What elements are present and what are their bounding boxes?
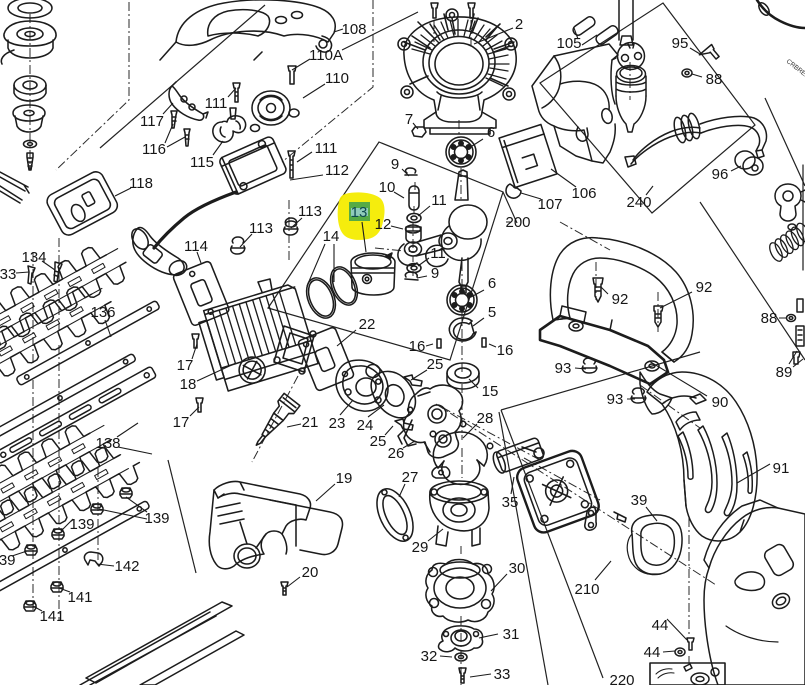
svg-text:138: 138 xyxy=(95,435,120,452)
svg-text:32: 32 xyxy=(421,648,438,665)
svg-text:20: 20 xyxy=(302,564,319,581)
svg-text:115: 115 xyxy=(190,154,214,171)
svg-text:220: 220 xyxy=(609,672,634,685)
svg-text:33: 33 xyxy=(0,266,16,283)
svg-text:134: 134 xyxy=(21,249,46,266)
svg-text:14: 14 xyxy=(323,228,340,245)
svg-text:139: 139 xyxy=(144,510,169,527)
svg-text:44: 44 xyxy=(644,644,661,661)
svg-text:200: 200 xyxy=(505,214,530,231)
svg-text:23: 23 xyxy=(329,415,346,432)
svg-text:111: 111 xyxy=(205,95,228,112)
svg-text:139: 139 xyxy=(69,516,94,533)
svg-text:16: 16 xyxy=(409,338,426,355)
svg-text:117: 117 xyxy=(140,113,164,130)
svg-text:111: 111 xyxy=(315,140,338,157)
svg-text:113: 113 xyxy=(298,203,322,220)
svg-text:39: 39 xyxy=(631,492,648,509)
svg-text:6: 6 xyxy=(487,124,495,141)
svg-text:2: 2 xyxy=(515,16,523,33)
svg-text:7: 7 xyxy=(405,111,413,128)
svg-text:89: 89 xyxy=(776,364,793,381)
svg-text:16: 16 xyxy=(497,342,514,359)
svg-text:112: 112 xyxy=(325,162,349,179)
svg-text:108: 108 xyxy=(341,21,366,38)
svg-text:25: 25 xyxy=(427,356,444,373)
svg-text:107: 107 xyxy=(537,196,562,213)
svg-text:90: 90 xyxy=(712,394,729,411)
svg-text:105: 105 xyxy=(556,35,581,52)
svg-text:30: 30 xyxy=(509,560,526,577)
svg-text:27: 27 xyxy=(402,469,419,486)
svg-text:17: 17 xyxy=(173,414,190,431)
svg-text:88: 88 xyxy=(761,310,778,327)
svg-text:25: 25 xyxy=(370,433,387,450)
svg-text:9: 9 xyxy=(391,156,399,173)
svg-text:93: 93 xyxy=(555,360,572,377)
svg-text:44: 44 xyxy=(652,617,669,634)
svg-text:106: 106 xyxy=(571,185,596,202)
svg-text:6: 6 xyxy=(488,275,496,292)
svg-text:18: 18 xyxy=(180,376,197,393)
svg-text:95: 95 xyxy=(672,35,689,52)
svg-text:93: 93 xyxy=(607,391,624,408)
svg-text:118: 118 xyxy=(129,175,153,192)
svg-text:9: 9 xyxy=(431,265,439,282)
svg-text:13: 13 xyxy=(351,204,368,221)
svg-text:141: 141 xyxy=(67,589,92,606)
svg-text:113: 113 xyxy=(249,220,273,237)
svg-text:96: 96 xyxy=(712,166,729,183)
svg-text:110A: 110A xyxy=(309,47,343,64)
svg-text:110: 110 xyxy=(325,70,349,87)
svg-text:141: 141 xyxy=(39,608,64,625)
svg-text:11: 11 xyxy=(430,245,446,262)
svg-text:31: 31 xyxy=(503,626,520,643)
svg-text:33: 33 xyxy=(494,666,511,683)
svg-text:26: 26 xyxy=(388,445,405,462)
svg-text:19: 19 xyxy=(336,470,353,487)
svg-text:21: 21 xyxy=(302,414,319,431)
svg-text:91: 91 xyxy=(773,460,790,477)
svg-text:116: 116 xyxy=(142,141,166,158)
svg-text:142: 142 xyxy=(114,558,139,575)
svg-text:92: 92 xyxy=(696,279,713,296)
svg-text:28: 28 xyxy=(477,410,494,427)
svg-text:29: 29 xyxy=(412,539,429,556)
svg-text:136: 136 xyxy=(90,304,115,321)
svg-text:139: 139 xyxy=(0,552,16,569)
svg-text:35: 35 xyxy=(502,494,519,511)
svg-text:11: 11 xyxy=(431,192,447,209)
svg-text:17: 17 xyxy=(177,357,194,374)
svg-text:15: 15 xyxy=(482,383,499,400)
svg-text:24: 24 xyxy=(357,417,374,434)
svg-text:92: 92 xyxy=(612,291,629,308)
svg-text:240: 240 xyxy=(626,194,651,211)
svg-text:114: 114 xyxy=(184,238,208,255)
svg-text:5: 5 xyxy=(488,304,496,321)
svg-text:12: 12 xyxy=(375,216,392,233)
svg-text:10: 10 xyxy=(379,179,396,196)
svg-text:210: 210 xyxy=(574,581,599,598)
svg-text:22: 22 xyxy=(359,316,376,333)
svg-text:88: 88 xyxy=(706,71,723,88)
